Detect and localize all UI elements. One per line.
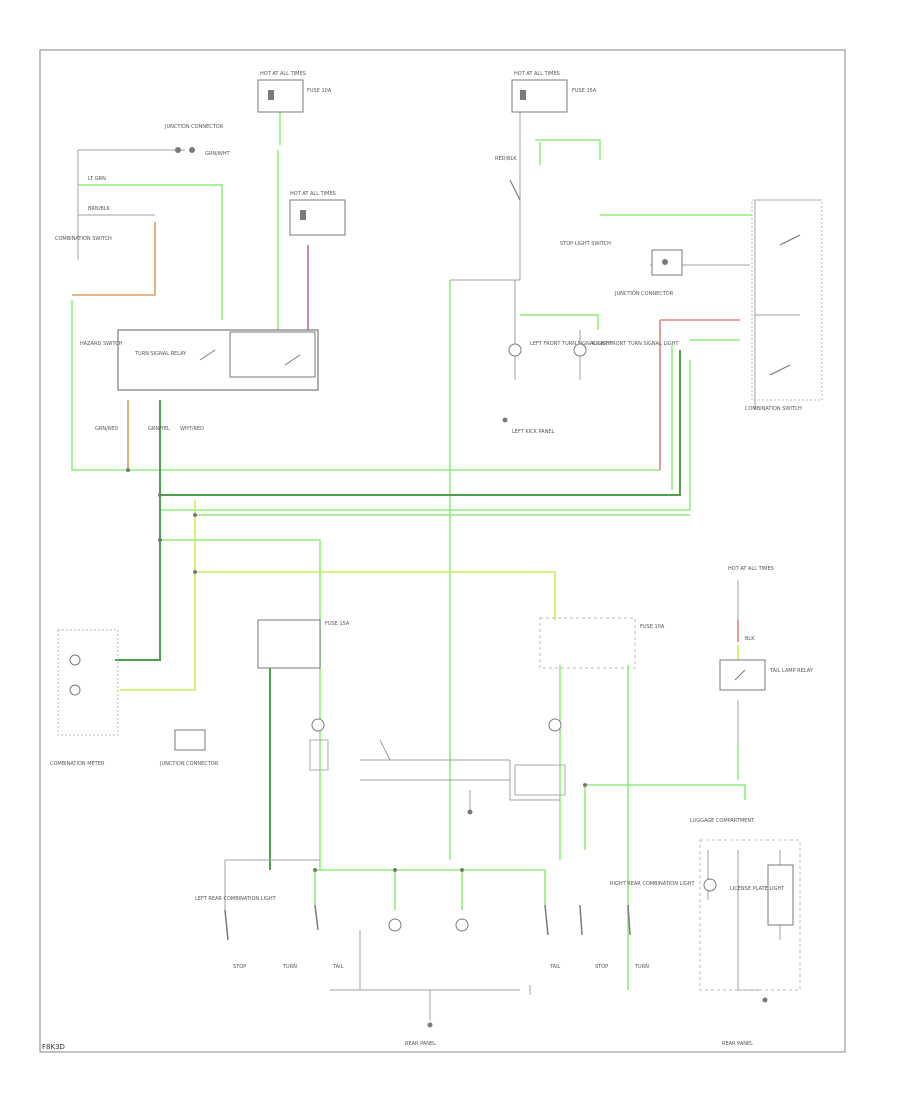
ground-point-front: [502, 417, 508, 423]
side-lamp-left-housing: [309, 739, 329, 771]
fuse-box-mid: HOT AT ALL TIMES: [289, 191, 346, 236]
junction-right-label: JUNCTION CONNECTOR: [614, 291, 674, 297]
wire-code-e: BLK: [745, 636, 755, 642]
label-stop-left: STOP: [233, 964, 246, 970]
front-left-lamp: LEFT FRONT TURN SIGNAL LIGHT: [508, 341, 614, 357]
side-lamp-right-housing: [514, 764, 566, 796]
diagram-border: [39, 49, 846, 1053]
label-tail-left: TAIL: [332, 964, 344, 970]
combination-meter: COMBINATION METER: [50, 629, 119, 767]
ground-bottom-label: REAR PANEL: [405, 1041, 436, 1047]
wires-yellow-green: [120, 500, 739, 691]
wires-dark-green: [115, 350, 681, 870]
label-turn-left: TURN: [282, 964, 297, 970]
fuse-box-left: HOT AT ALL TIMES FUSE 10A: [257, 71, 332, 113]
license-light: LUGGAGE COMPARTMENT LICENSE PLATE LIGHT …: [690, 818, 801, 1047]
wire-code-f: BRN/BLK: [88, 206, 111, 212]
front-left-lamp-label: LEFT FRONT TURN SIGNAL LIGHT: [530, 341, 614, 347]
fuse-block-right-mid-label: FUSE 10A: [640, 624, 665, 630]
fuse-box-left-label: HOT AT ALL TIMES: [260, 71, 306, 77]
combination-switch-right: COMBINATION SWITCH: [745, 199, 823, 412]
wires-red: [659, 319, 740, 642]
fuse-block-right-mid: FUSE 10A: [539, 617, 665, 669]
junction-lower-label: JUNCTION CONNECTOR: [159, 761, 219, 767]
right-rear-combination: RIGHT REAR COMBINATION LIGHT TAIL STOP T…: [455, 881, 695, 970]
left-rear-combination-label: LEFT REAR COMBINATION LIGHT: [195, 896, 277, 902]
fuse-box-mid-label: HOT AT ALL TIMES: [290, 191, 336, 197]
wire-code-a: GRN/WHT: [205, 151, 230, 157]
combination-meter-label: COMBINATION METER: [50, 761, 105, 767]
junction-connector-lower: JUNCTION CONNECTOR: [159, 729, 219, 767]
label-tail-right: TAIL: [549, 964, 561, 970]
footer-code: F8K3D: [42, 1043, 65, 1051]
license-panel-label: LUGGAGE COMPARTMENT: [690, 818, 755, 824]
side-lamp-left: [311, 718, 325, 732]
side-lamp-right: [548, 718, 562, 732]
wires-green: [71, 100, 752, 990]
wire-code-h: GRN/RED: [95, 426, 118, 432]
label-turn-right: TURN: [634, 964, 649, 970]
stop-lamp-switch: STOP LIGHT SWITCH RED/BLK: [495, 156, 611, 247]
ground-point-bottom: [427, 1022, 433, 1028]
fuse-block-left-mid-label: FUSE 15A: [325, 621, 350, 627]
junction-connector-right: JUNCTION CONNECTOR: [614, 249, 683, 297]
turn-signal-relay-label: TURN SIGNAL RELAY: [134, 351, 187, 357]
fuse-box-right-label: HOT AT ALL TIMES: [514, 71, 560, 77]
fuse-box-right: HOT AT ALL TIMES FUSE 15A: [511, 71, 597, 113]
front-right-lamp: RIGHT FRONT TURN SIGNAL LIGHT: [573, 341, 679, 357]
ground-point-mid: [467, 809, 473, 815]
license-light-label: LICENSE PLATE LIGHT: [730, 886, 785, 892]
hazard-switch: HAZARD SWITCH TURN SIGNAL RELAY GRN/RED …: [80, 329, 319, 432]
wire-code-c: GRN/YEL: [148, 426, 170, 432]
tail-lamp-relay: TAIL LAMP RELAY HOT AT ALL TIMES BLK: [719, 566, 814, 691]
right-rear-combination-label: RIGHT REAR COMBINATION LIGHT: [610, 881, 695, 887]
wire-code-g: RED/BLK: [495, 156, 517, 162]
fuse-left-label: FUSE 10A: [307, 88, 332, 94]
junction-connector-label: JUNCTION CONNECTOR: [164, 124, 224, 130]
stop-lamp-switch-label: STOP LIGHT SWITCH: [560, 241, 611, 247]
wire-code-d: WHT/RED: [180, 426, 204, 432]
tail-lamp-relay-label: TAIL LAMP RELAY: [769, 668, 814, 674]
fuse-right-label: FUSE 15A: [572, 88, 597, 94]
junction-connector: JUNCTION CONNECTOR GRN/WHT: [164, 124, 230, 157]
front-right-lamp-label: RIGHT FRONT TURN SIGNAL LIGHT: [592, 341, 679, 347]
label-stop-right: STOP: [595, 964, 608, 970]
splice-dots: [126, 468, 587, 872]
ground-rear-label: REAR PANEL: [722, 1041, 753, 1047]
left-rear-combination: LEFT REAR COMBINATION LIGHT STOP TURN TA…: [195, 896, 402, 970]
combination-switch-label-left: COMBINATION SWITCH: [55, 236, 112, 242]
wire-code-b: LT GRN: [88, 176, 106, 182]
fuse-box-right-lower-label: HOT AT ALL TIMES: [728, 566, 774, 572]
ground-front-label: LEFT KICK PANEL: [512, 429, 555, 435]
combination-switch-right-label: COMBINATION SWITCH: [745, 406, 802, 412]
wires-orange: [72, 222, 156, 470]
fuse-block-left-mid: FUSE 15A: [257, 619, 350, 669]
hazard-switch-label: HAZARD SWITCH: [80, 341, 123, 347]
